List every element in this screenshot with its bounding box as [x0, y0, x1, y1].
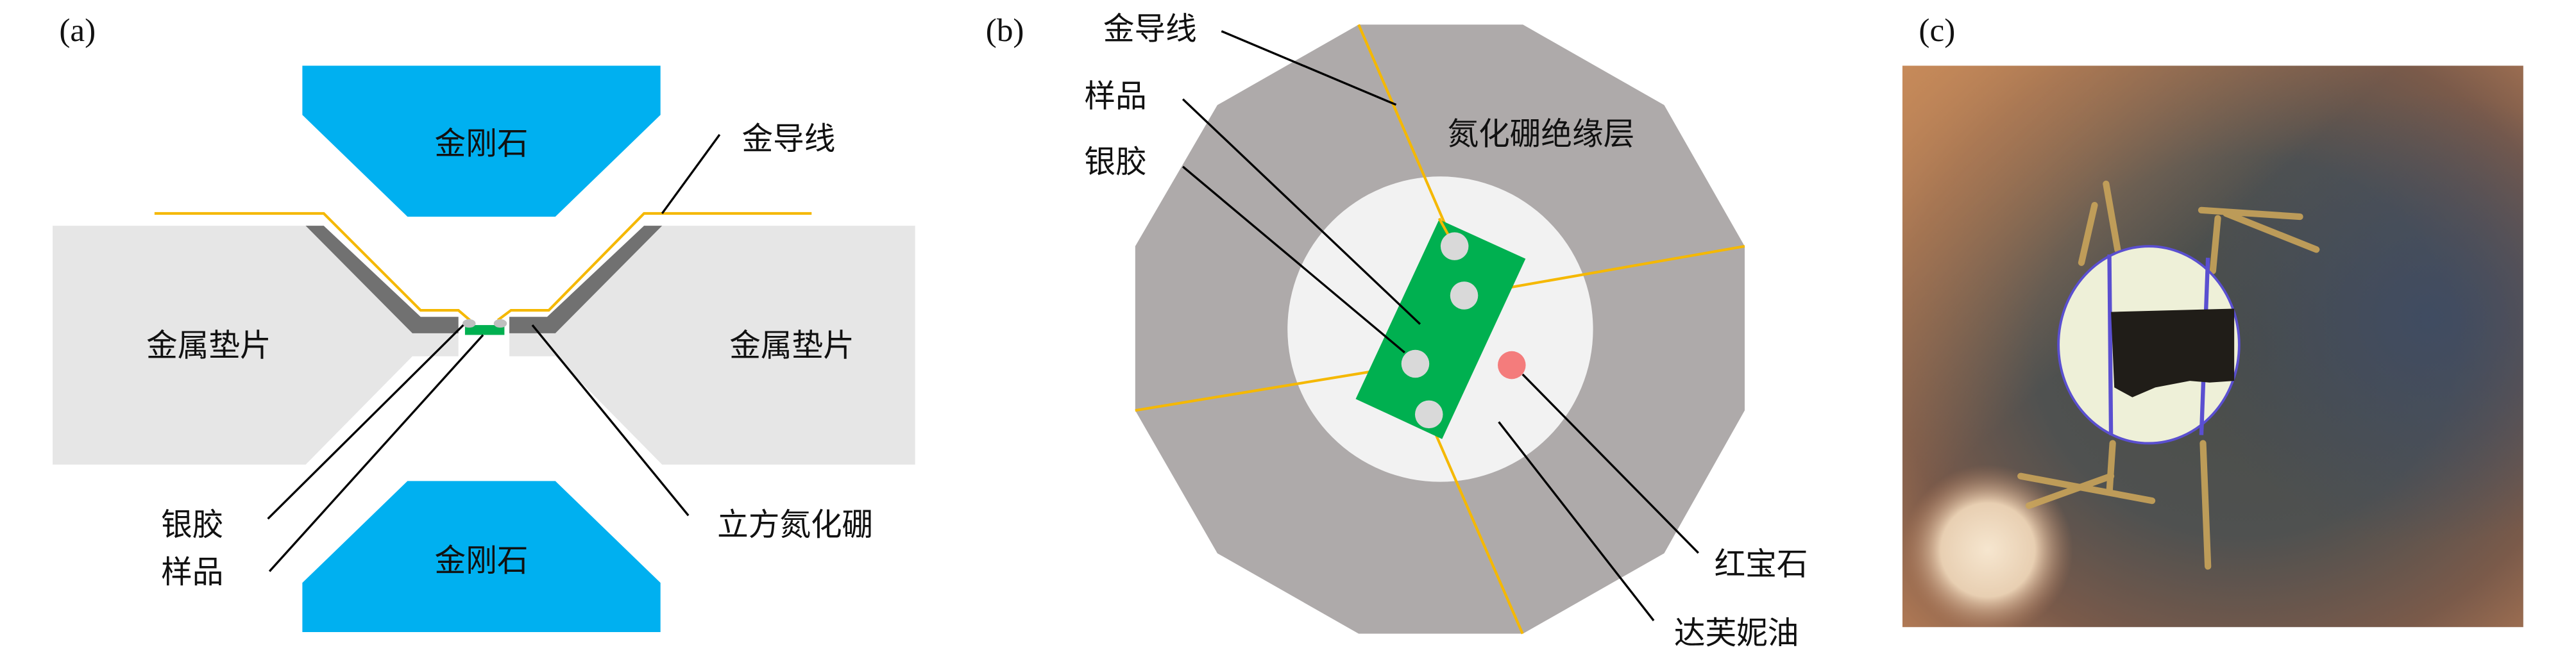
label-diamond-bottom: 金刚石 — [435, 543, 529, 579]
gold-wire-right — [496, 212, 812, 322]
panel-b-tag: (b) — [986, 12, 1024, 49]
gold-wire-b-bottom — [1427, 418, 1524, 635]
sample-b — [1355, 219, 1526, 439]
panel-c: (c) — [1902, 12, 2523, 628]
leader-gold-wire-b — [1221, 30, 1397, 106]
leader-sample-a — [268, 334, 484, 572]
label-cbn: 立方氮化硼 — [717, 507, 873, 543]
micrograph-photo — [1902, 65, 2523, 628]
leader-silver-paste-a — [267, 324, 464, 520]
label-gold-wire-b: 金导线 — [1103, 11, 1197, 47]
gold-wire-left — [154, 212, 471, 321]
sample-c — [2111, 308, 2235, 397]
cbn-left — [305, 226, 459, 333]
silver-paste-b-1 — [1440, 232, 1469, 260]
diamond-bottom — [302, 481, 661, 632]
silver-paste-b-4 — [1414, 400, 1443, 429]
label-silver-paste-a: 银胶 — [161, 507, 223, 543]
panel-a: (a) 金刚石 金刚石 金属垫片 金属垫片 金导线 银胶 样品 立方氮化硼 — [53, 12, 915, 632]
leader-daphne-oil — [1498, 421, 1655, 622]
silver-paste-b-2 — [1450, 281, 1479, 310]
panel-b: (b) 金导线 样品 银胶 氮化硼绝缘层 红宝石 达芙妮油 — [986, 11, 1808, 651]
label-diamond-top: 金刚石 — [435, 126, 529, 162]
label-ruby: 红宝石 — [1715, 546, 1808, 582]
silver-paste-a-left — [462, 319, 476, 328]
label-bn-insulation: 氮化硼绝缘层 — [1447, 116, 1634, 152]
panel-a-tag: (a) — [59, 12, 96, 49]
label-daphne-oil: 达芙妮油 — [1674, 615, 1799, 651]
cbn-right — [509, 226, 663, 333]
silver-paste-b-3 — [1401, 349, 1430, 378]
gold-wire-b-top — [1357, 24, 1456, 247]
leader-gold-wire-a — [661, 134, 721, 214]
silver-paste-a-right — [493, 319, 507, 328]
label-gasket-left: 金属垫片 — [146, 328, 271, 364]
label-sample-b: 样品 — [1084, 78, 1146, 114]
gold-wire-b-left — [1135, 363, 1415, 412]
diamond-top — [302, 65, 661, 217]
ruby — [1498, 351, 1526, 380]
leader-silver-paste-b — [1182, 165, 1405, 354]
label-sample-a: 样品 — [161, 555, 223, 590]
light-glare — [1902, 464, 2074, 628]
label-silver-paste-b: 银胶 — [1084, 144, 1146, 180]
leader-ruby — [1521, 373, 1699, 554]
gasket-right — [509, 226, 915, 465]
label-gasket-right: 金属垫片 — [729, 328, 854, 364]
panel-c-tag: (c) — [1919, 12, 1955, 49]
leader-cbn — [531, 324, 690, 517]
gasket-left — [53, 226, 459, 465]
leader-sample-b — [1182, 98, 1421, 325]
sample-a — [464, 325, 505, 335]
label-gold-wire-a: 金导线 — [741, 121, 835, 157]
